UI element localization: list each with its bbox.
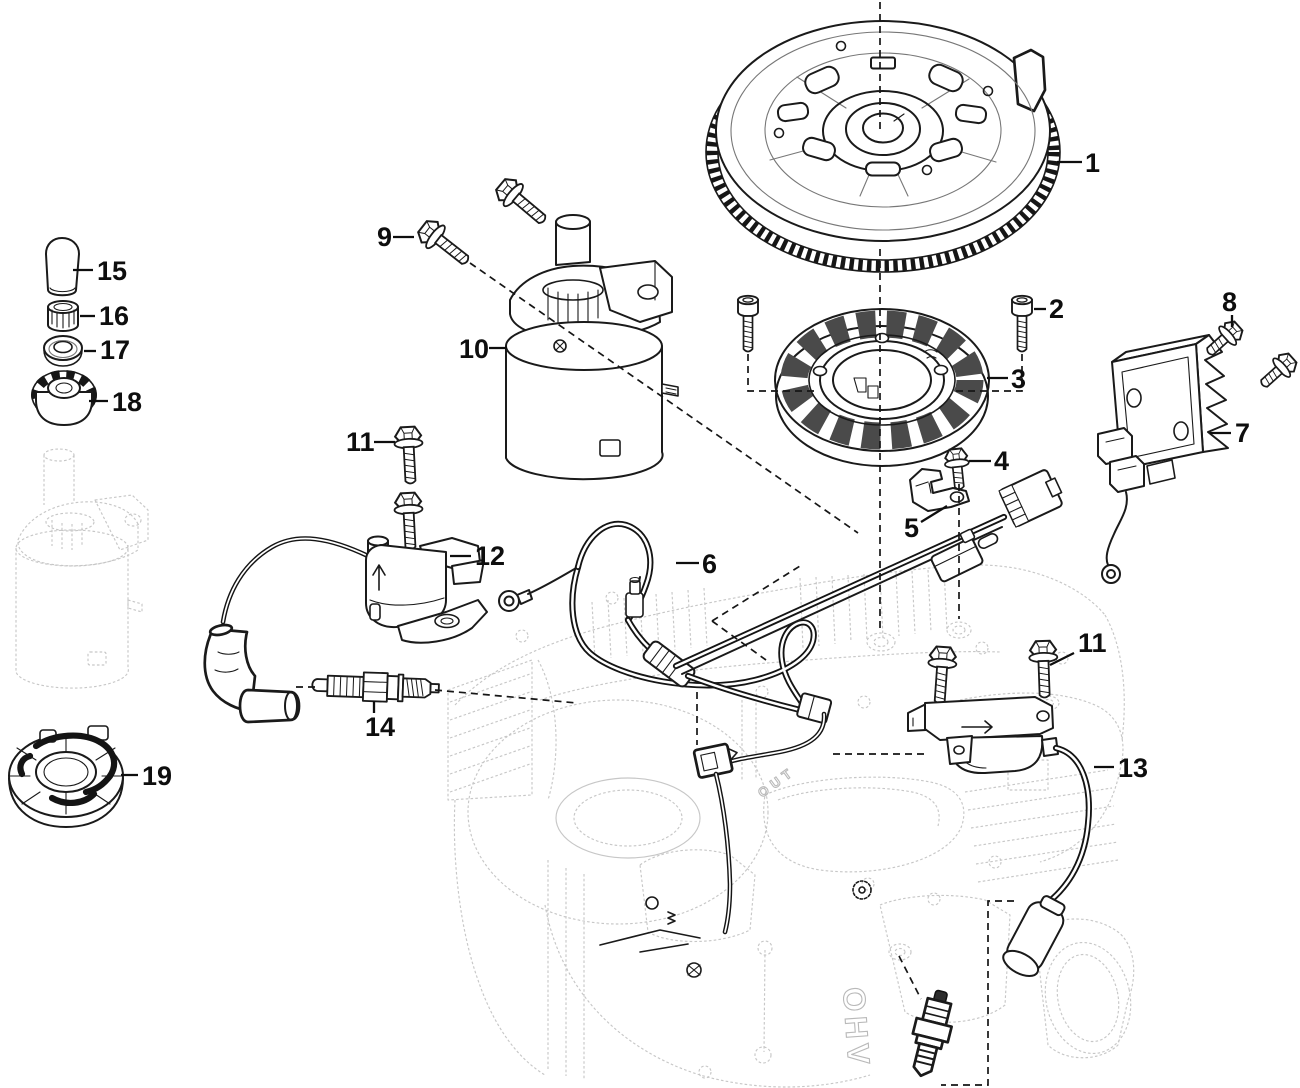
callout-label-11: 11 (1078, 628, 1107, 658)
engine-marking-ohv: OHV (836, 986, 877, 1070)
spark-plug-boot (203, 623, 301, 724)
callout-label-19: 19 (142, 761, 172, 791)
ignition-coil-primary (365, 535, 488, 644)
starter-motor-ghost (15, 448, 149, 689)
callout-label-14: 14 (365, 712, 395, 742)
coil-bolts-right (924, 639, 1060, 706)
coil-bolts-left (392, 425, 426, 552)
installed-spark-plug (911, 989, 953, 1078)
callout-label-1: 1 (1085, 148, 1100, 178)
callout-label-8: 8 (1222, 287, 1237, 317)
callout-label-16: 16 (99, 301, 129, 331)
callout-label-4: 4 (994, 446, 1009, 476)
wire-harness (498, 520, 833, 935)
spark-plug-wire-secondary (1002, 744, 1092, 977)
ignition-coil-secondary (907, 696, 1059, 775)
callout-label-5: 5 (904, 513, 919, 543)
callout-label-6: 6 (702, 549, 717, 579)
flywheel (705, 20, 1061, 273)
mount-bracket (909, 468, 970, 512)
spark-plug-boot-secondary (1002, 895, 1066, 977)
mount-bolt (942, 446, 973, 492)
spark-plug (311, 671, 440, 703)
callout-label-18: 18 (112, 387, 142, 417)
spark-plug-wire-primary (220, 536, 371, 625)
stator (774, 308, 990, 467)
callout-label-9: 9 (377, 222, 392, 252)
brush-holder (8, 725, 124, 828)
callout-label-11: 11 (346, 427, 375, 457)
engine-marking-text: OHV OUT (754, 763, 877, 1071)
callout-label-3: 3 (1011, 364, 1026, 394)
starter-bolts (412, 172, 554, 274)
assembly-guide-lines (296, 2, 1023, 1086)
harness-connectors (672, 469, 1063, 675)
starter-motor (505, 214, 679, 481)
callout-label-10: 10 (459, 334, 489, 364)
pinion-gear (31, 370, 97, 426)
carburetor-linkage (599, 880, 872, 978)
engine-marking-out: OUT (755, 763, 798, 800)
starter-drive-cap (45, 237, 80, 297)
flywheel-cutouts (776, 56, 988, 177)
starter-drive-washer (43, 335, 83, 367)
callout-leader-5 (920, 505, 948, 523)
callout-label-13: 13 (1118, 753, 1148, 783)
callout-label-2: 2 (1049, 294, 1064, 324)
callout-leader-11 (1049, 651, 1075, 667)
starter-drive-bushing (47, 300, 79, 332)
callout-label-17: 17 (100, 335, 130, 365)
callout-label-7: 7 (1235, 418, 1250, 448)
callout-label-12: 12 (475, 541, 505, 571)
voltage-regulator (1097, 334, 1229, 584)
callout-label-15: 15 (97, 256, 127, 286)
